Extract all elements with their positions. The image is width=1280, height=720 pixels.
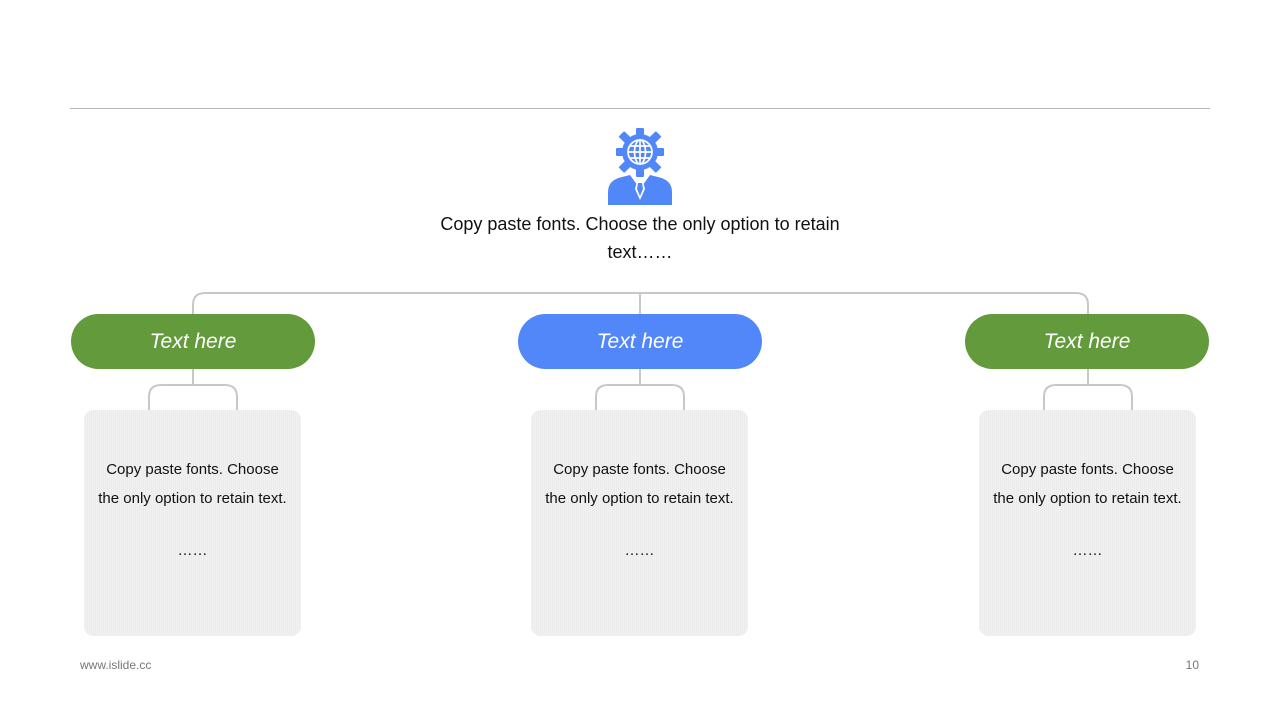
businessman-globe-gear-icon [608,128,672,205]
branch-2-content-card: Copy paste fonts. Choose the only option… [531,410,748,636]
branch-2-card-connector [595,369,685,410]
branch-1-content-card: Copy paste fonts. Choose the only option… [84,410,301,636]
branch-1-card-connector [148,369,238,410]
branch-3-label: Text here [1043,329,1131,353]
branch-1-description: Copy paste fonts. Choose the only option… [98,461,287,507]
branch-3-ellipsis: …… [1072,542,1103,559]
branch-3-content-card: Copy paste fonts. Choose the only option… [979,410,1196,636]
footer-url: www.islide.cc [80,658,152,672]
branch-1-label-pill: Text here [71,314,315,369]
branch-2-ellipsis: …… [624,542,655,559]
branch-3-label-pill: Text here [965,314,1209,369]
branch-3-card-connector [1043,369,1133,410]
branch-2-label-pill: Text here [518,314,762,369]
page-number: 10 [1185,658,1199,672]
root-description: Copy paste fonts. Choose the only option… [440,214,840,262]
branch-1-label: Text here [149,329,237,353]
branch-3-description: Copy paste fonts. Choose the only option… [993,461,1182,507]
root-branch-connector [192,292,1089,314]
branch-2-description: Copy paste fonts. Choose the only option… [545,461,734,507]
title-divider [70,108,1210,109]
branch-2-label: Text here [596,329,684,353]
branch-1-ellipsis: …… [177,542,208,559]
